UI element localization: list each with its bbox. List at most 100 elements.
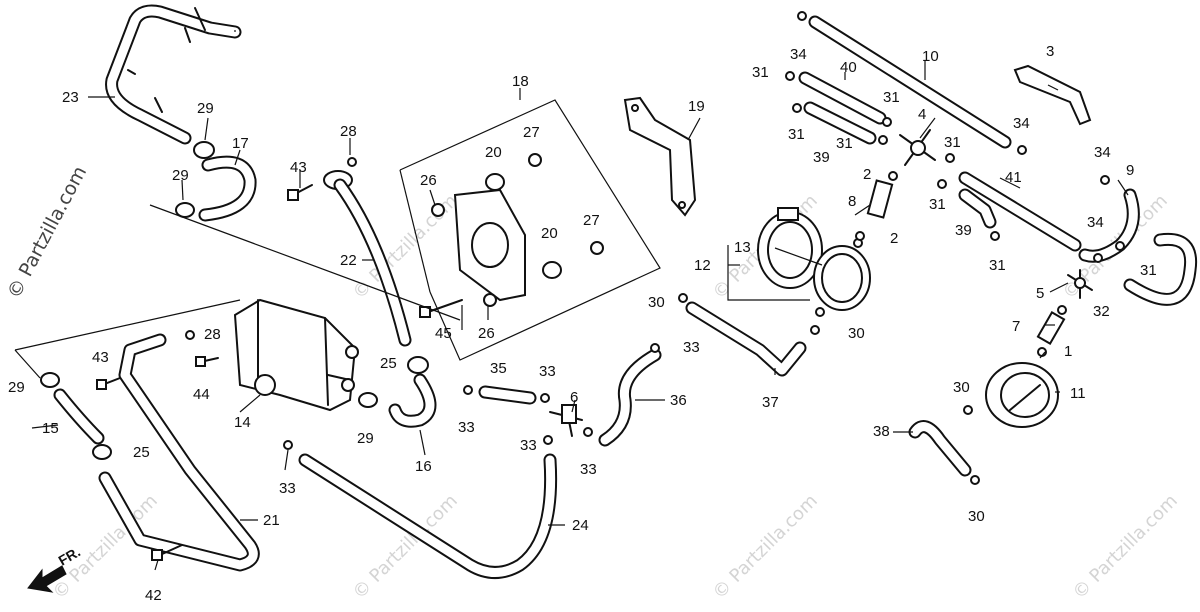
part-17-hose: [198, 155, 257, 222]
callout-31: 31: [752, 64, 769, 81]
callout-41: 41: [1005, 169, 1022, 186]
part-35-hose: [478, 385, 537, 405]
watermark-text: © Partzilla.com: [1069, 490, 1182, 603]
callout-43: 43: [290, 159, 307, 176]
part-27-washers: [528, 153, 604, 255]
part-22-pipe: [323, 170, 412, 347]
part-14-valve-body: [233, 298, 359, 412]
part-38-pipe: [908, 420, 972, 477]
callout-4: 4: [918, 106, 926, 123]
callout-42: 42: [145, 587, 162, 604]
callout-29: 29: [8, 379, 25, 396]
part-23-pipe: [105, 4, 242, 145]
part-26-plate: [431, 188, 526, 307]
callout-33: 33: [539, 363, 556, 380]
callout-17: 17: [232, 135, 249, 152]
part-19-bracket: [623, 96, 697, 217]
part-29-clamp-upper: [175, 141, 215, 218]
callout-30: 30: [953, 379, 970, 396]
part-11-valve: [985, 362, 1059, 428]
part-45-bolt: [419, 299, 463, 318]
callout-33: 33: [683, 339, 700, 356]
callout-30: 30: [968, 508, 985, 525]
part-39-hose-lower: [958, 188, 997, 229]
part-15-hose: [53, 388, 105, 445]
callout-35: 35: [490, 360, 507, 377]
callout-2: 2: [863, 166, 871, 183]
callout-29: 29: [357, 430, 374, 447]
callout-12: 12: [694, 257, 711, 274]
callout-38: 38: [873, 423, 890, 440]
callout-24: 24: [572, 517, 589, 534]
watermark-text: © Partzilla.com: [709, 490, 822, 603]
part-43-bolt-upper: [287, 157, 357, 201]
callout-27: 27: [523, 124, 540, 141]
callout-31: 31: [788, 126, 805, 143]
callout-31: 31: [989, 257, 1006, 274]
callout-1: 1: [1064, 343, 1072, 360]
part-39-hose: [803, 101, 877, 145]
part-41-hose: [958, 171, 1082, 252]
callout-20: 20: [541, 225, 558, 242]
callout-31: 31: [1140, 262, 1157, 279]
callout-25: 25: [380, 355, 397, 372]
part-4-cross-joint: [899, 129, 936, 166]
part-3-bracket: [1013, 64, 1092, 126]
part-9-hose-right: [1123, 232, 1198, 306]
callout-28: 28: [204, 326, 221, 343]
callout-leaders: [31, 30, 1129, 571]
leader-lines: [14, 204, 461, 379]
part-10-hose: [808, 15, 1012, 149]
callout-34: 34: [1013, 115, 1030, 132]
callout-25: 25: [133, 444, 150, 461]
callout-27: 27: [583, 212, 600, 229]
part-16-hose: [388, 373, 437, 428]
part-37-pipe: [685, 301, 807, 377]
callout-31: 31: [836, 135, 853, 152]
callout-31: 31: [883, 89, 900, 106]
callout-39: 39: [813, 149, 830, 166]
callout-40: 40: [840, 59, 857, 76]
part-40-hose: [798, 71, 887, 125]
part-24-pipe: [298, 453, 558, 579]
callout-34: 34: [790, 46, 807, 63]
part-13-clamp-band: [757, 207, 823, 289]
callout-23: 23: [62, 89, 79, 106]
callouts: 1 2 2 3 4 5 6 7 8 9 10 11 12 13 14 15 16…: [8, 43, 1157, 604]
callout-5: 5: [1036, 285, 1044, 302]
callout-20: 20: [485, 144, 502, 161]
callout-26: 26: [420, 172, 437, 189]
callout-10: 10: [922, 48, 939, 65]
callout-7: 7: [1012, 318, 1020, 335]
callout-33: 33: [580, 461, 597, 478]
callout-28: 28: [340, 123, 357, 140]
callout-33: 33: [458, 419, 475, 436]
callout-34: 34: [1094, 144, 1111, 161]
part-12-valve: [813, 238, 871, 317]
callout-18: 18: [512, 73, 529, 90]
callout-14: 14: [234, 414, 251, 431]
callout-45: 45: [435, 325, 452, 342]
callout-3: 3: [1046, 43, 1054, 60]
part-42-bolt: [151, 544, 183, 561]
callout-32: 32: [1093, 303, 1110, 320]
part-20-grommets: [485, 173, 562, 279]
watermark-text: © Partzilla.com: [349, 190, 462, 303]
callout-29: 29: [197, 100, 214, 117]
part-21-pipe: [98, 333, 260, 572]
callout-31: 31: [944, 134, 961, 151]
callout-26: 26: [478, 325, 495, 342]
callout-22: 22: [340, 252, 357, 269]
part-44-bolt: [96, 330, 219, 390]
callout-16: 16: [415, 458, 432, 475]
callout-19: 19: [688, 98, 705, 115]
callout-15: 15: [42, 420, 59, 437]
callout-21: 21: [263, 512, 280, 529]
callout-34: 34: [1087, 214, 1104, 231]
callout-37: 37: [762, 394, 779, 411]
callout-33: 33: [520, 437, 537, 454]
callout-11: 11: [1070, 385, 1086, 402]
callout-44: 44: [193, 386, 210, 403]
part-8-tube: [866, 179, 894, 219]
callout-43: 43: [92, 349, 109, 366]
